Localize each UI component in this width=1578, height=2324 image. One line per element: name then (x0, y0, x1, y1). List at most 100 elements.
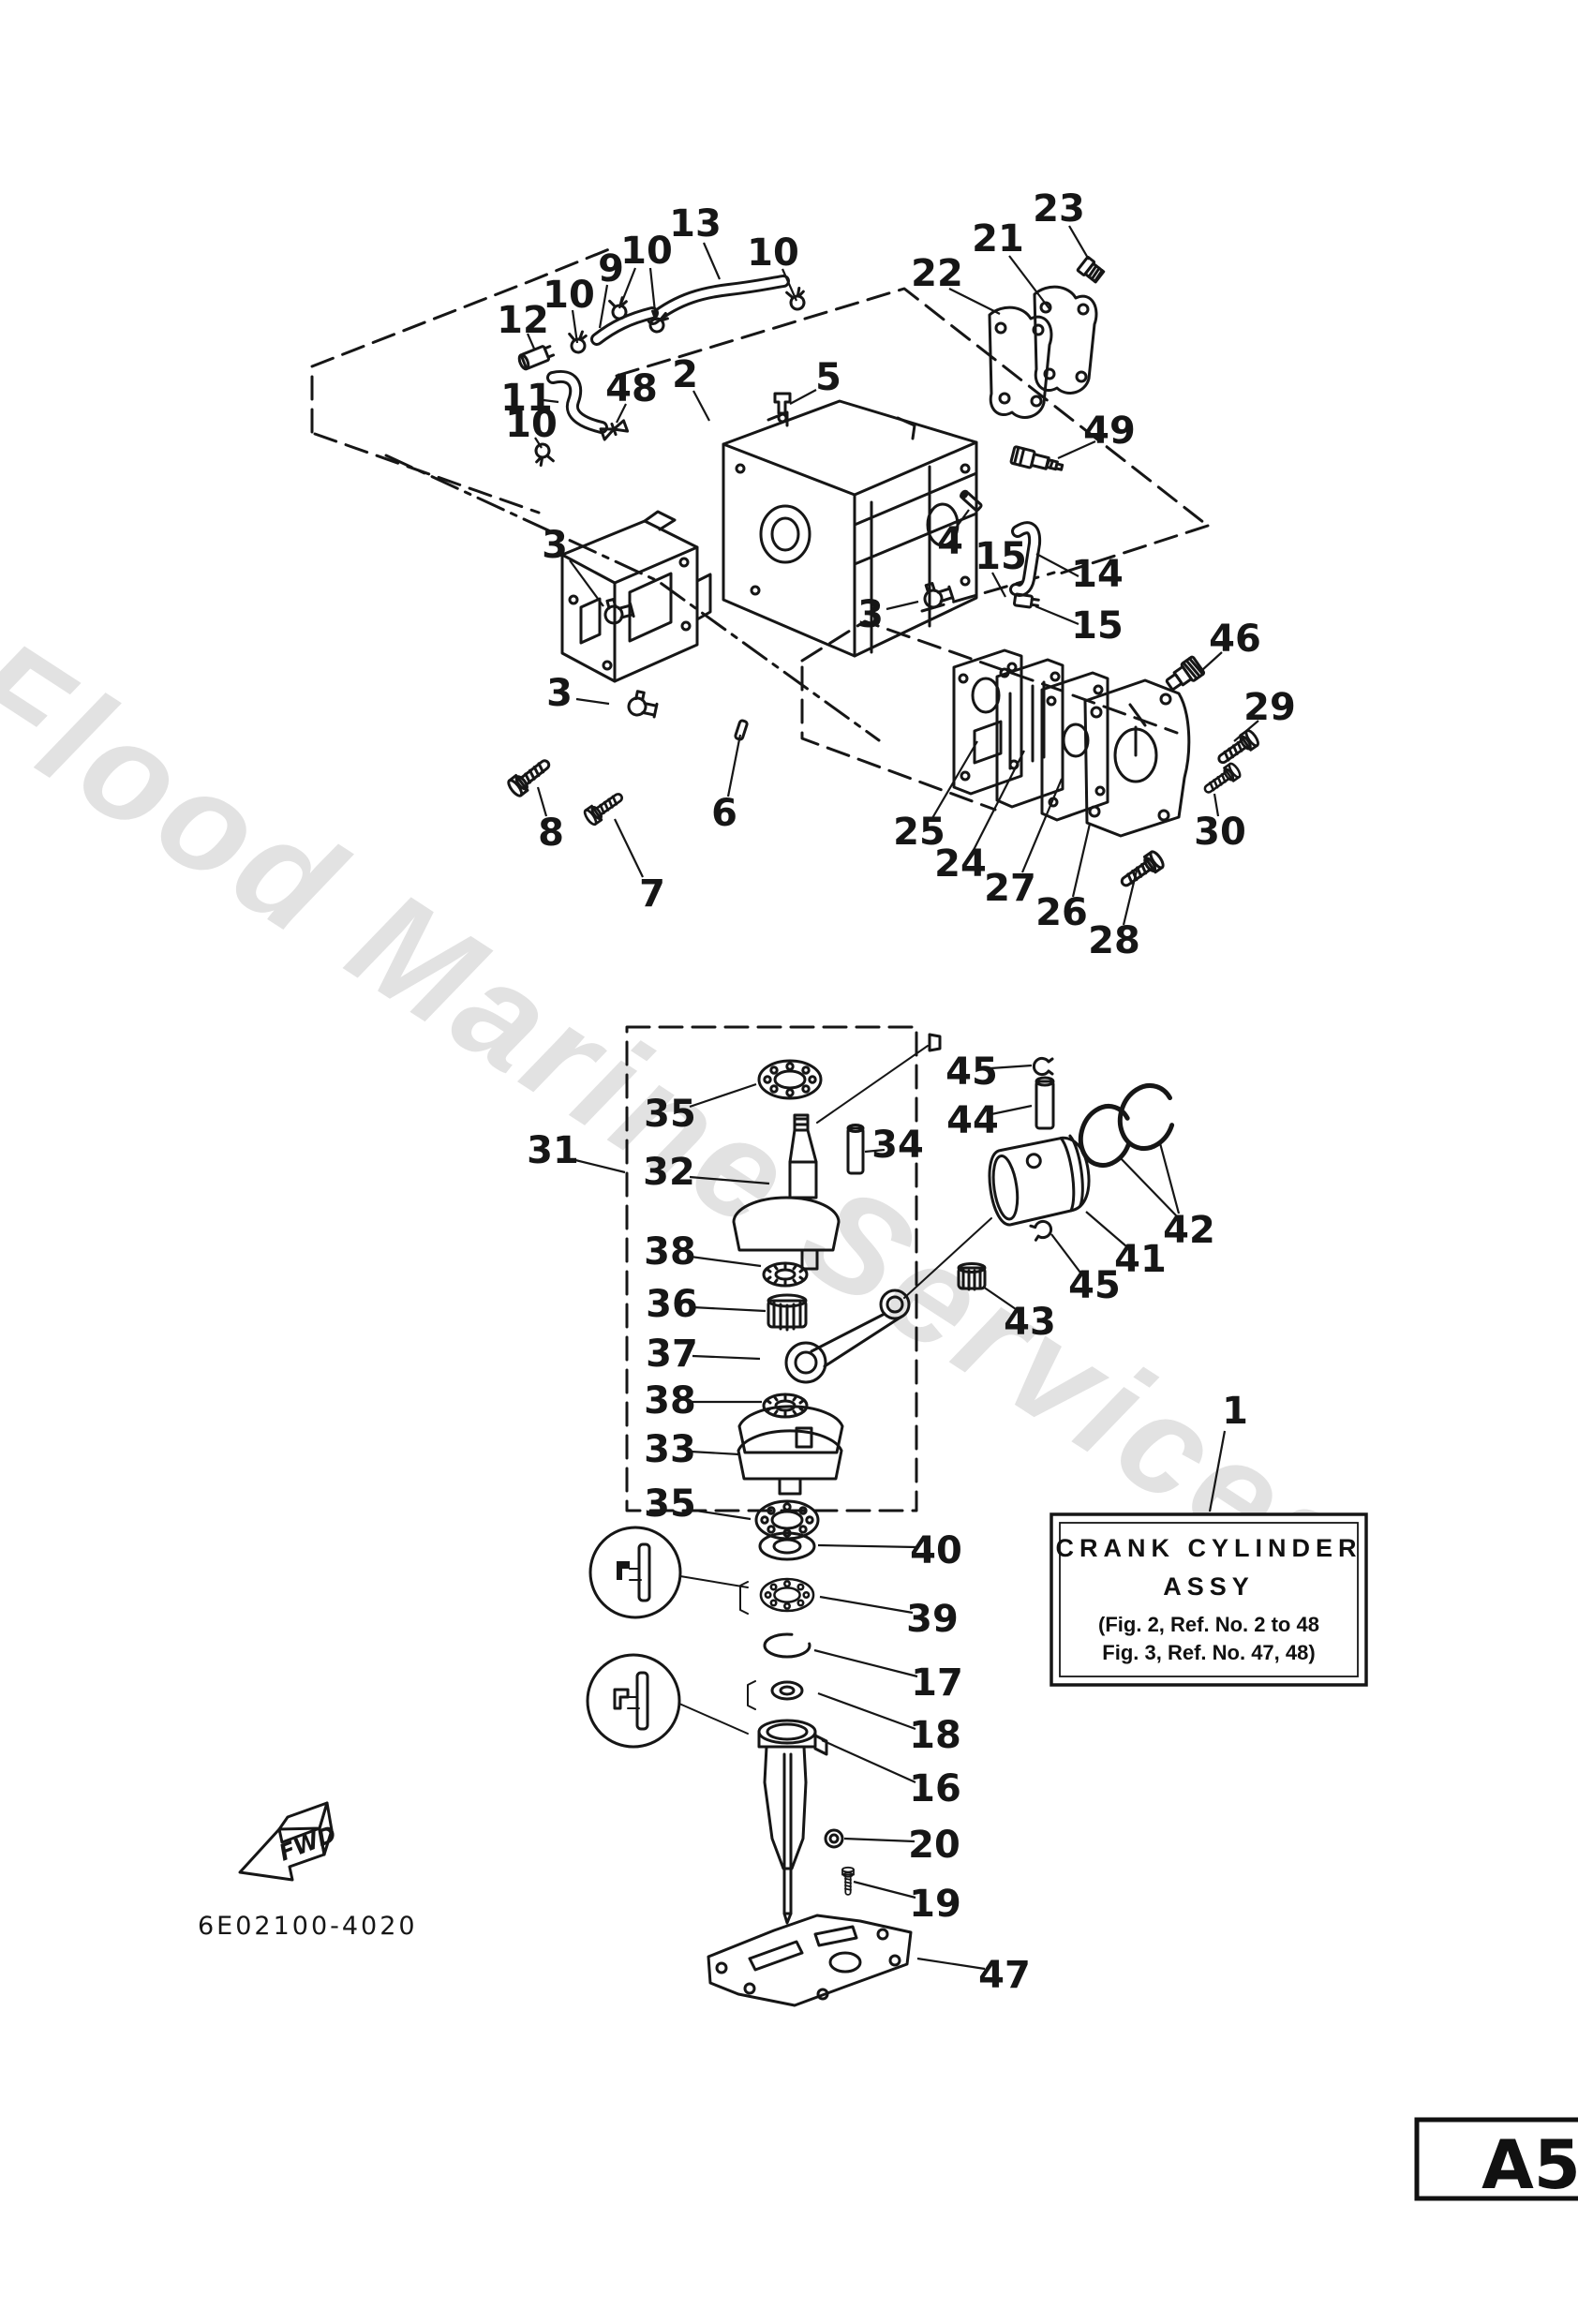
part-number-callout: 45 (945, 1050, 998, 1094)
assy-box-line2: ASSY (1163, 1572, 1255, 1601)
thermo-sensor-46 (1165, 655, 1206, 691)
page-tag: A5 (1481, 2125, 1578, 2204)
leader-line (569, 559, 604, 607)
part-number-callout: 10 (747, 231, 799, 275)
part-number-callout: 2 (672, 353, 698, 396)
part-number-callout: 5 (815, 356, 841, 399)
gasket-stack (952, 648, 1109, 822)
leader-line (819, 1595, 914, 1615)
leader-line (692, 390, 710, 422)
part-number-callout: 43 (1004, 1301, 1056, 1344)
part-number-callout: 13 (669, 202, 722, 246)
construction-lines (310, 247, 1210, 1512)
leader-line (982, 1286, 1017, 1310)
leader-line (948, 288, 1001, 315)
leader-line (1035, 604, 1079, 626)
leader-line (726, 734, 742, 797)
part-number-callout: 21 (972, 217, 1024, 261)
assy-box-line4: Fig. 3, Ref. No. 47, 48) (1102, 1641, 1315, 1664)
leader-line (990, 1104, 1033, 1116)
part-number-callout: 24 (934, 842, 987, 886)
part-number-callout: 9 (598, 247, 624, 290)
part-number-callout: 27 (984, 867, 1036, 910)
part-number-callout: 36 (646, 1283, 698, 1326)
part-number-callout: 45 (1068, 1264, 1121, 1307)
main-cylinder-block (722, 399, 978, 658)
leader-line (1208, 1430, 1227, 1512)
part-number-callout: 11 (500, 377, 553, 420)
leader-line (689, 1082, 757, 1109)
part-number-callout: 35 (644, 1093, 696, 1136)
spark-plug-49 (1009, 445, 1064, 471)
leader-line (1118, 1155, 1177, 1216)
part-number-callout: 31 (527, 1129, 579, 1172)
base-gasket-47 (707, 1914, 913, 2007)
part-number-callout: 12 (497, 299, 549, 342)
wire-clamp-48 (599, 419, 630, 441)
part-number-callout: 16 (909, 1767, 961, 1810)
leader-line (1020, 778, 1064, 873)
leader-line (916, 1957, 986, 1971)
blind-plug-23 (1076, 256, 1106, 284)
leader-line (692, 1305, 767, 1313)
leader-line (864, 1148, 886, 1154)
leader-line (690, 1450, 740, 1456)
part-number-callout: 1 (1222, 1390, 1248, 1433)
part-number-callout: 35 (644, 1482, 696, 1526)
leader-line (1122, 870, 1139, 926)
leader-line (843, 1837, 916, 1843)
part-number-callout: 10 (505, 403, 558, 446)
part-number-callout: 48 (605, 367, 658, 410)
leader-line (690, 1255, 762, 1268)
leader-line (931, 740, 978, 819)
part-number-callout: 25 (893, 811, 945, 854)
part-number-callout: 30 (1194, 811, 1246, 854)
part-number-callout: 32 (643, 1151, 695, 1194)
leader-line (813, 1648, 918, 1678)
part-number-callout: 3 (546, 672, 573, 715)
leader-line (614, 818, 644, 878)
left-cylinder-block (560, 510, 712, 683)
leader-line (853, 1880, 916, 1899)
leader-line (689, 1175, 770, 1185)
leader-line (821, 1738, 916, 1784)
part-number-callout: 28 (1088, 919, 1140, 962)
leader-line (616, 403, 627, 424)
pin-4 (960, 489, 983, 513)
part-number-callout: 47 (978, 1954, 1031, 1997)
part-number-callout: 7 (639, 872, 665, 916)
leader-line (1213, 793, 1220, 817)
leader-line (789, 389, 817, 405)
part-number-callout: 33 (644, 1428, 696, 1471)
leader-line (1068, 225, 1090, 261)
leader-line (886, 600, 919, 611)
head-cover-26 (1083, 678, 1191, 838)
part-number-callout: 19 (909, 1883, 961, 1926)
fwd-arrow: FWD (238, 1801, 340, 1882)
part-number-callout: 46 (1209, 618, 1261, 661)
hose-9 (590, 306, 659, 346)
leader-line (991, 572, 1006, 598)
leader-line (817, 1691, 916, 1731)
leader-line (702, 242, 722, 280)
part-number-callout: 10 (620, 230, 673, 273)
part-number-callout: 29 (1243, 686, 1296, 729)
assy-box-line3: (Fig. 2, Ref. No. 2 to 48 (1098, 1613, 1319, 1636)
part-number-callout: 39 (906, 1598, 959, 1641)
part-number-callout: 18 (909, 1714, 961, 1757)
leader-line (536, 786, 548, 817)
bearing-stack (739, 1531, 816, 1710)
assy-reference-box: CRANK CYLINDER ASSY (Fig. 2, Ref. No. 2 … (1050, 1512, 1368, 1687)
leader-line (1057, 439, 1096, 460)
part-number-callout: 26 (1035, 891, 1088, 934)
leader-line (689, 1508, 752, 1521)
part-number-callout: 40 (910, 1529, 962, 1572)
leader-line (543, 398, 559, 404)
leader-line (973, 750, 1025, 851)
part-number-callout: 44 (946, 1099, 999, 1142)
part-number-callout: 8 (538, 812, 564, 855)
leader-line (575, 697, 610, 706)
leader-line (1085, 1211, 1127, 1247)
leader-line (534, 437, 543, 449)
